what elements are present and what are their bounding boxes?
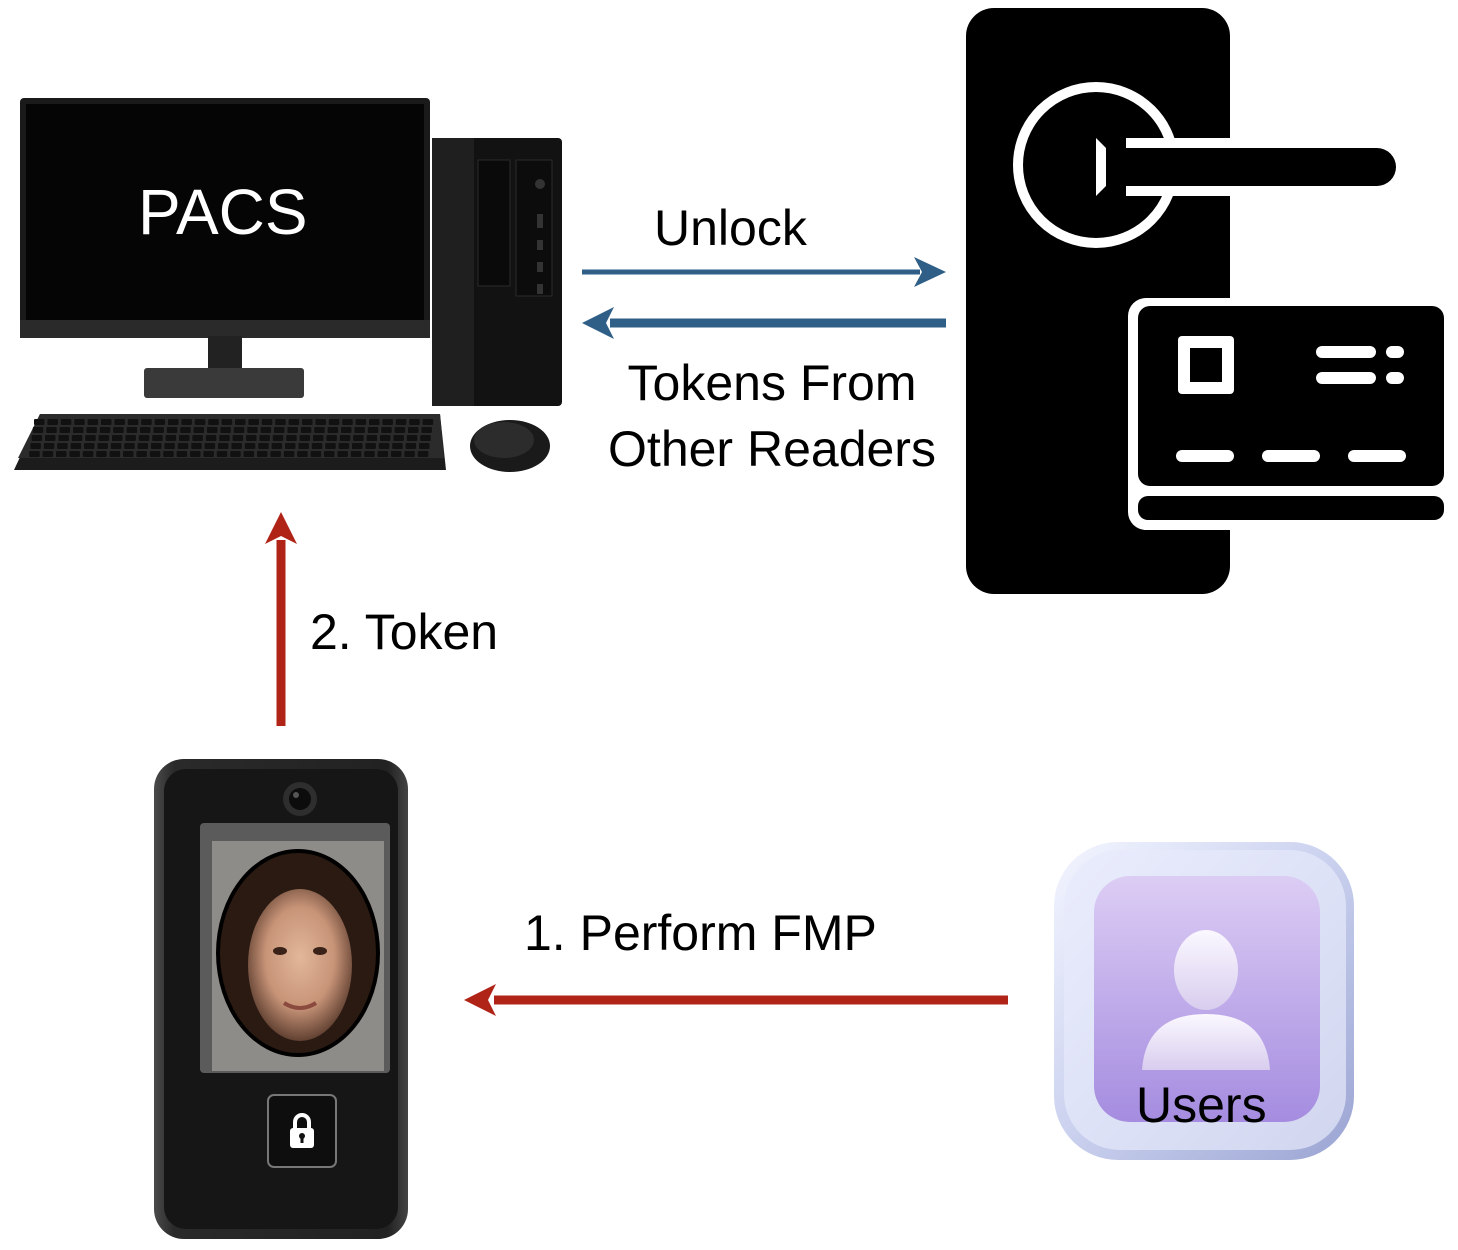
pacs-label: PACS [138, 176, 308, 248]
users-tile: Users [1050, 838, 1360, 1164]
users-label: Users [1136, 1077, 1267, 1133]
tokens-label: Tokens From Other Readers [590, 350, 954, 482]
door-lock [960, 0, 1458, 600]
token-arrow [265, 512, 297, 726]
tokens-arrow [582, 307, 946, 339]
lock-icon[interactable] [288, 1110, 316, 1150]
pacs-computer: PACS [0, 0, 580, 500]
unlock-arrow [582, 257, 946, 287]
tokens-label-line2: Other Readers [608, 421, 936, 477]
desktop-computer-icon [14, 98, 562, 472]
user-avatar-tile-icon [1054, 842, 1354, 1160]
tokens-label-line1: Tokens From [627, 355, 917, 411]
perform-fmp-label: 1. Perform FMP [524, 905, 877, 961]
face-recognition-terminal-icon [154, 759, 408, 1239]
token-label: 2. Token [310, 604, 499, 660]
face-reader-device [150, 755, 415, 1245]
door-lock-card-reader-icon [966, 8, 1448, 594]
unlock-label: Unlock [654, 200, 807, 256]
fmp-arrow [464, 984, 1008, 1016]
